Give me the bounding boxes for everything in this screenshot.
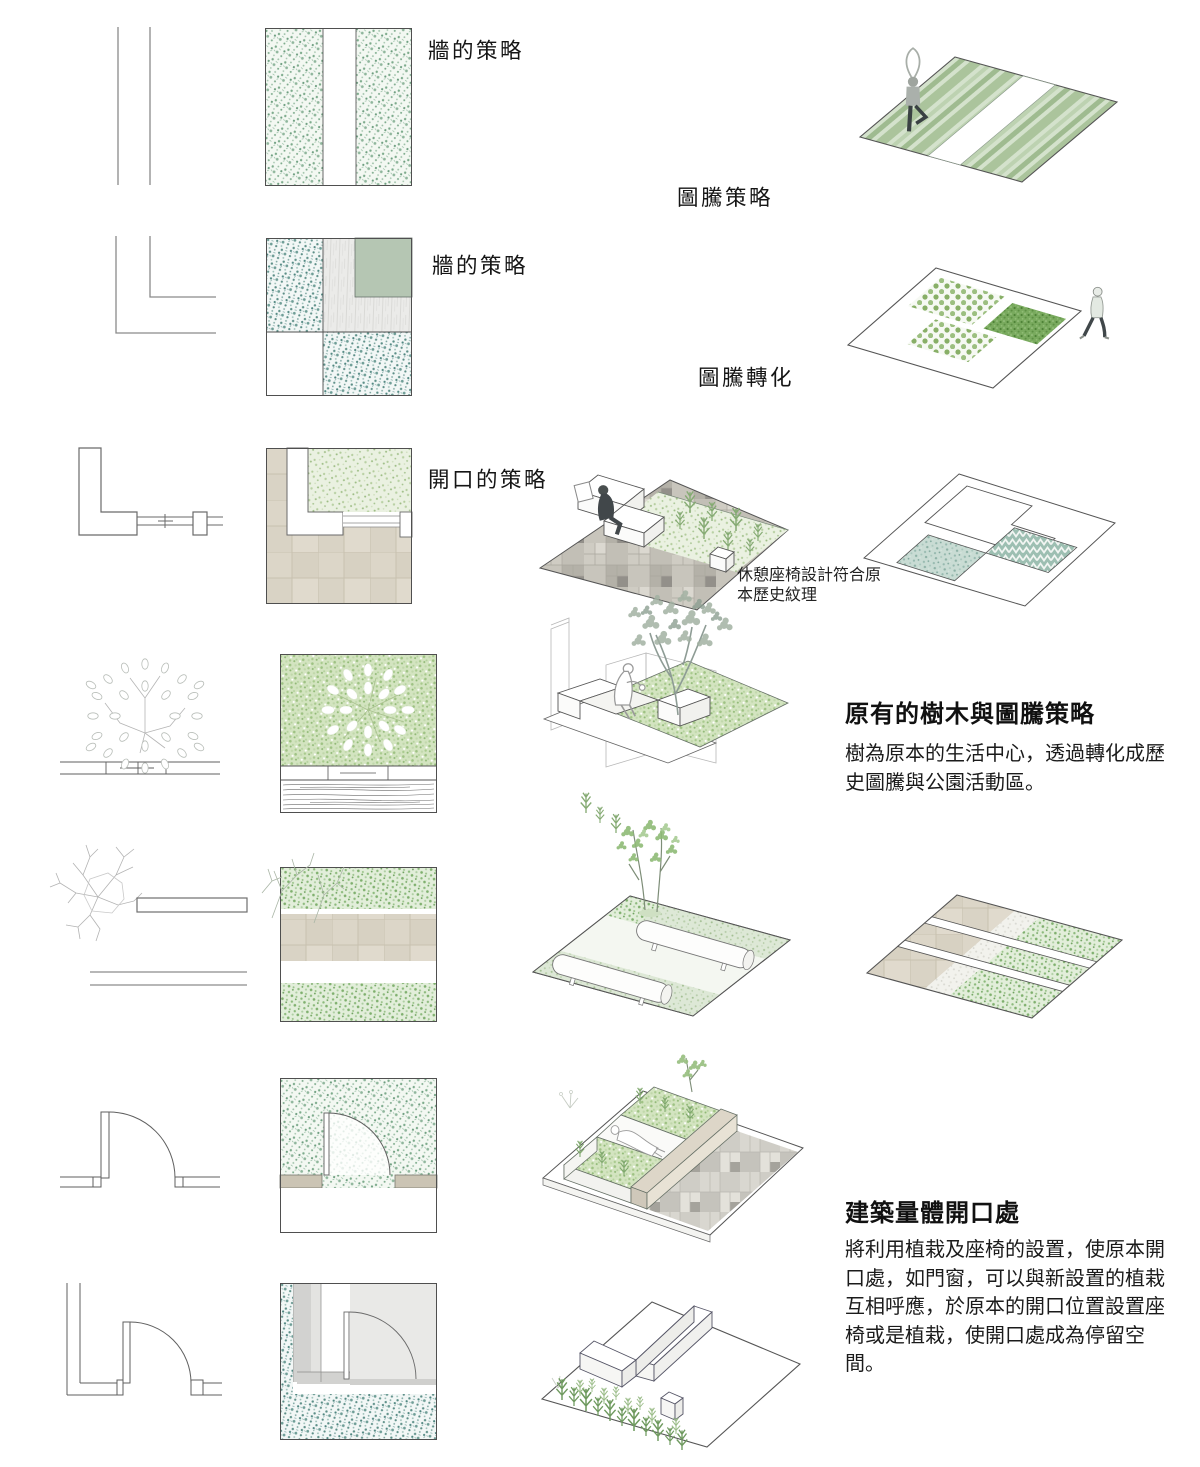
row7-texture-square [280,1283,437,1440]
row3-bench-iso [538,474,789,611]
row4-texture-square [280,654,437,813]
row7-door-plan [66,1283,222,1396]
row5-texture-square [280,867,437,1022]
small-tree [559,1054,707,1109]
slender-trees [616,819,680,917]
row3-opening-strategy-label: 開口的策略 [428,468,549,492]
row6-planter-iso [542,1054,804,1243]
large-tree [628,590,733,716]
row6-texture-square [279,1078,438,1233]
row6-door-plan [60,1111,220,1188]
row5-bare-tree-plan [49,844,248,986]
row5-log-bench-iso [531,819,792,1017]
row6-heading: 建築量體開口處 [845,1200,1020,1227]
reclining-person-figure [610,1125,666,1158]
row1-texture-square [265,28,412,186]
row3-texture-square [266,447,413,604]
row4-heading: 原有的樹木與圖騰策略 [845,701,1095,728]
row6-body-text: 將利用植栽及座椅的設置，使原本開口處，如門窗，可以與新設置的植栽互相呼應，於原本… [845,1239,1165,1375]
row1-pattern-iso [858,45,1119,183]
row1-wall-plan [117,27,151,185]
row1-wall-strategy-label: 牆的策略 [428,39,525,63]
row2-texture-square [266,237,413,396]
row4-tree-plan [60,658,220,775]
l-wall-blocks [579,1304,713,1388]
row1-pattern-strategy-label: 圖騰策略 [677,186,774,210]
row3-bench-caption: 休憩座椅設計符合原 本歷史紋理 [737,567,882,604]
beige-wall [630,1108,738,1210]
row2-pattern-iso [846,267,1111,389]
row7-wall-plants-iso [540,1301,802,1451]
row3-pattern-plan-iso [862,473,1116,607]
row2-pattern-transform-label: 圖騰轉化 [698,366,795,390]
row2-wall-strategy-label: 牆的策略 [432,254,529,278]
wood-grain-lines [282,783,435,810]
planter-boxes [563,1086,722,1204]
row2-wall-plan [115,236,216,334]
small-cube [660,1391,684,1421]
tree-branches [104,675,186,754]
walking-person-figure [1078,285,1111,341]
row4-tree-iso [542,590,789,834]
log-bench-lower [552,954,673,1006]
row5-pattern-iso [865,894,1124,1019]
row3-opening-plan [78,447,223,536]
row5-overhang-branches [261,852,345,924]
row4-body-text: 樹為原本的生活中心，透過轉化成歷史圖騰與公園活動區。 [845,743,1165,794]
log-bench-upper [636,920,755,972]
